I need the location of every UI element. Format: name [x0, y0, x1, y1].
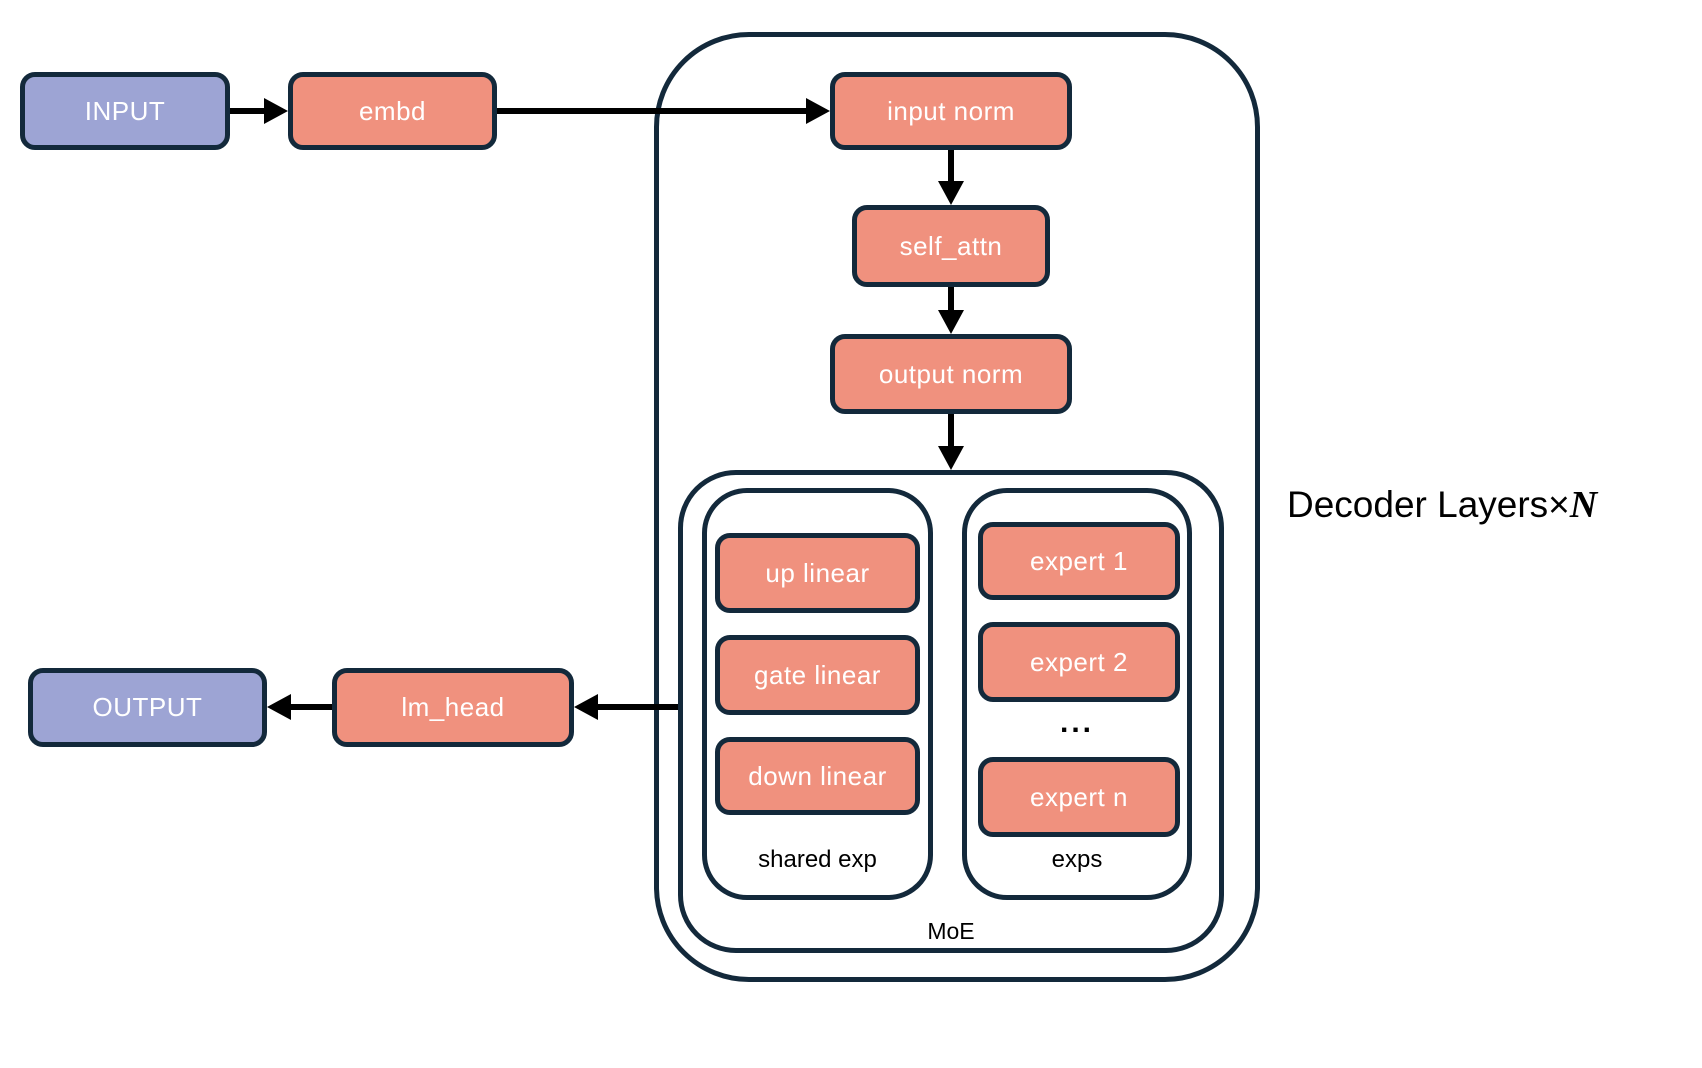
expert-2-node-label: expert 2: [1030, 646, 1128, 677]
input-node-label: INPUT: [84, 95, 166, 126]
output-norm-node: output norm: [830, 334, 1072, 414]
down-linear-node: down linear: [715, 737, 920, 815]
output-node-label: OUTPUT: [92, 692, 203, 722]
embd-node-label: embd: [358, 95, 427, 126]
expert-1-node: expert 1: [978, 522, 1180, 600]
input-node: INPUT: [20, 72, 230, 150]
lm-head-node-label: lm_head: [401, 692, 505, 722]
up-linear-node: up linear: [715, 533, 920, 613]
expert-n-node: expert n: [978, 757, 1180, 837]
lm-head-node: lm_head: [332, 668, 574, 747]
expert-2-node: expert 2: [978, 622, 1180, 702]
moe-label: MoE: [927, 918, 975, 944]
gate-linear-node: gate linear: [715, 635, 920, 715]
embd-node: embd: [288, 72, 497, 150]
exps-label: exps: [1051, 846, 1103, 873]
decoder-layers-label: Decoder Layers×N: [1287, 483, 1597, 527]
shared-exp-container: [702, 488, 933, 900]
self-attn-node-label: self_attn: [899, 230, 1003, 261]
decoder-layers-container: [654, 32, 1260, 982]
exps-container: [962, 488, 1192, 900]
moe-container: [678, 470, 1224, 953]
output-node: OUTPUT: [28, 668, 267, 747]
expert-1-node-label: expert 1: [1030, 545, 1128, 576]
expert-n-node-label: expert n: [1030, 781, 1128, 812]
self-attn-node: self_attn: [852, 205, 1050, 287]
decoder-layers-label-text: Decoder Layers×: [1287, 484, 1570, 525]
up-linear-node-label: up linear: [765, 557, 870, 588]
input-norm-node: input norm: [830, 72, 1072, 150]
down-linear-node-label: down linear: [748, 760, 887, 791]
experts-ellipsis: ...: [1059, 706, 1094, 739]
output-norm-node-label: output norm: [878, 358, 1024, 389]
decoder-layers-n: N: [1569, 484, 1598, 526]
shared-exp-label: shared exp: [758, 846, 877, 873]
input-norm-node-label: input norm: [887, 95, 1015, 126]
gate-linear-node-label: gate linear: [754, 659, 881, 690]
